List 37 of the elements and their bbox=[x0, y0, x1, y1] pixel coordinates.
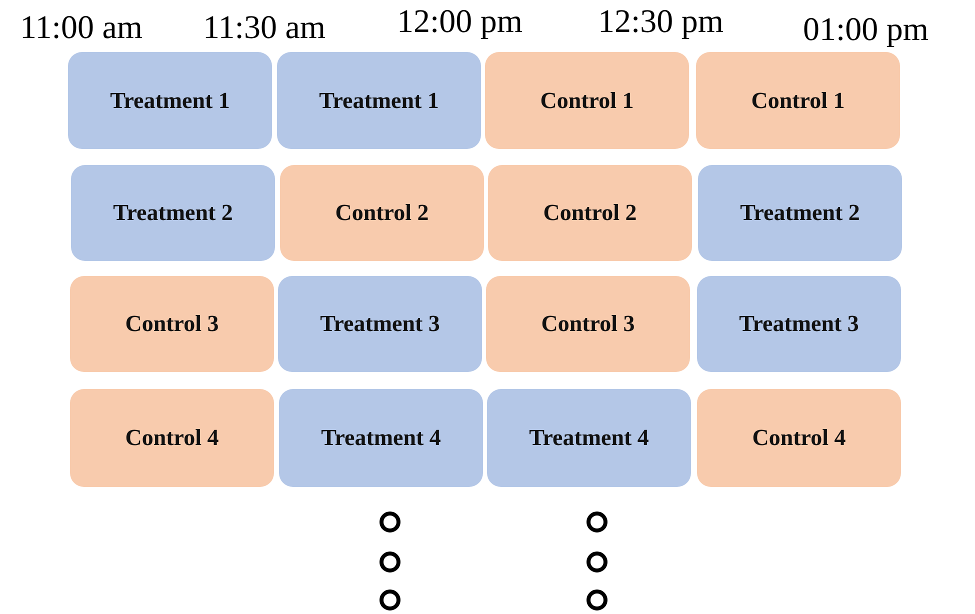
schedule-box bbox=[279, 389, 483, 487]
schedule-box bbox=[486, 276, 690, 372]
box-label: Control 4 bbox=[125, 425, 219, 451]
schedule-box bbox=[71, 165, 275, 261]
schedule-box bbox=[485, 52, 689, 149]
box-label: Treatment 1 bbox=[110, 88, 230, 114]
schedule-box bbox=[70, 276, 274, 372]
schedule-box bbox=[68, 52, 272, 149]
time-label: 01:00 pm bbox=[803, 14, 929, 47]
box-label: Treatment 3 bbox=[739, 311, 859, 337]
schedule-box bbox=[697, 276, 901, 372]
time-label: 11:30 am bbox=[203, 12, 326, 45]
box-label: Control 2 bbox=[335, 200, 429, 226]
schedule-box bbox=[696, 52, 900, 149]
box-label: Control 3 bbox=[125, 311, 219, 337]
schedule-box bbox=[698, 165, 902, 261]
time-label: 12:00 pm bbox=[397, 6, 523, 39]
schedule-box bbox=[70, 389, 274, 487]
schedule-box bbox=[487, 389, 691, 487]
box-label: Control 2 bbox=[543, 200, 637, 226]
box-label: Treatment 2 bbox=[113, 200, 233, 226]
box-label: Treatment 4 bbox=[321, 425, 441, 451]
box-label: Treatment 4 bbox=[529, 425, 649, 451]
schedule-box bbox=[488, 165, 692, 261]
schedule-box bbox=[697, 389, 901, 487]
box-label: Control 4 bbox=[752, 425, 846, 451]
box-label: Treatment 3 bbox=[320, 311, 440, 337]
time-label: 11:00 am bbox=[20, 12, 143, 45]
box-label: Control 3 bbox=[541, 311, 635, 337]
schedule-box bbox=[277, 52, 481, 149]
schedule-box bbox=[280, 165, 484, 261]
box-label: Treatment 2 bbox=[740, 200, 860, 226]
box-label: Treatment 1 bbox=[319, 88, 439, 114]
time-label: 12:30 pm bbox=[598, 6, 724, 39]
box-label: Control 1 bbox=[540, 88, 634, 114]
box-label: Control 1 bbox=[751, 88, 845, 114]
schedule-box bbox=[278, 276, 482, 372]
